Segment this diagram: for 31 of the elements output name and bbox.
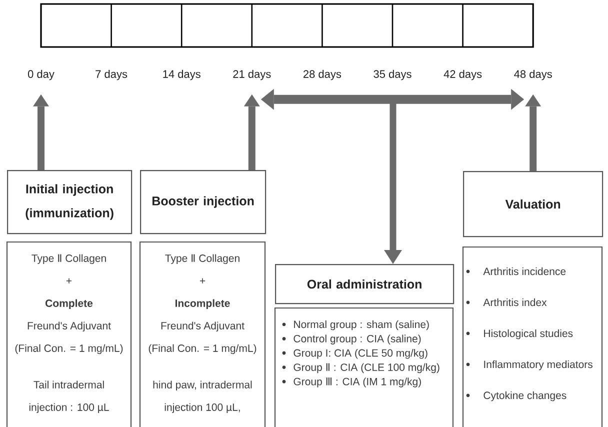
- node-label: Histological studies: [484, 329, 573, 340]
- day-label: 28 days: [304, 70, 342, 80]
- arrow: [33, 94, 49, 170]
- day-label: 48 days: [514, 70, 552, 80]
- arrow: [384, 102, 402, 264]
- node-label: Cytokine changes: [484, 391, 566, 402]
- node-label: Normal group : sham (saline): [294, 320, 429, 330]
- node-label: Arthritis incidence: [483, 267, 566, 276]
- day-label: 35 days: [374, 70, 412, 80]
- list-box: Normal group : sham (saline) Control group : CIA (saline) Group I: CIA (CLE 50 mg/kg) Group Ⅱ : CIA (CLE 100 mg/kg) Group Ⅲ : CIA (IM 1 mg/kg): [274, 307, 454, 427]
- day-label: 42 days: [444, 70, 482, 80]
- title-box: Oral administration: [275, 264, 454, 304]
- list-box: Arthritis incidence Arthritis index Histological studies Inflammatory mediators Cytokine changes: [462, 246, 603, 427]
- arrow: [525, 94, 542, 171]
- node-label: Group Ⅱ : CIA (CLE 100 mg/kg): [294, 363, 440, 374]
- day-label: 14 days: [163, 70, 200, 80]
- title-box: Initial injection (immunization): [7, 170, 132, 234]
- text-box: Type Ⅱ Collagen + Complete Freund's Adjuvant (Final Con. = 1 mg/mL) Tail intradermal injection : 100 µL: [6, 241, 132, 427]
- node-label: Group Ⅲ : CIA (IM 1 mg/kg): [294, 378, 421, 388]
- day-label: 0 day: [28, 70, 54, 80]
- day-label: 21 days: [233, 70, 271, 80]
- arrow: [244, 94, 260, 170]
- arrow: [260, 88, 524, 110]
- node-label: Arthritis index: [483, 298, 547, 306]
- node-label: Group I: CIA (CLE 50 mg/kg): [294, 348, 428, 359]
- day-label: 7 days: [96, 70, 128, 80]
- node-label: Control group : CIA (saline): [294, 334, 421, 344]
- text-box: Type Ⅱ Collagen + Incomplete Freund's Adjuvant (Final Con. = 1 mg/mL) hind paw, intradermal injection 100 µL,: [139, 241, 266, 427]
- title-box: Booster injection: [140, 170, 266, 234]
- node-label: Inflammatory mediators: [484, 360, 592, 370]
- title-box: Valuation: [463, 171, 604, 238]
